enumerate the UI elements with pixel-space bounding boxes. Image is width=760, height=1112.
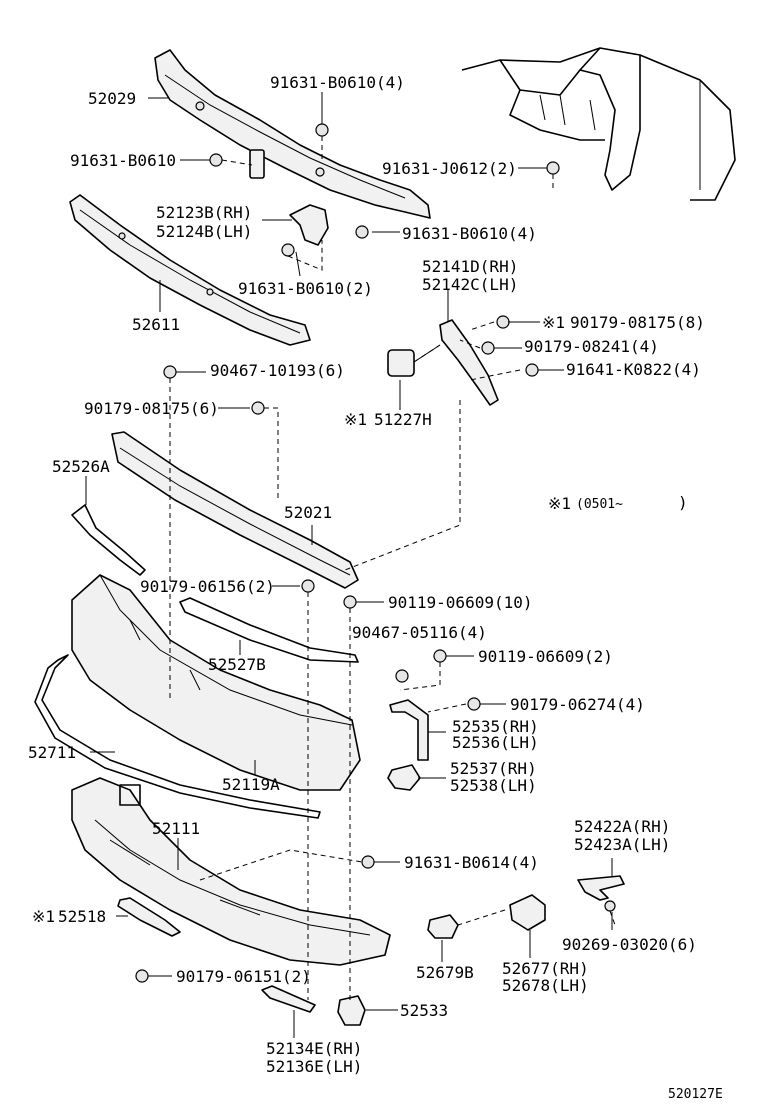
footnote-mark-2: ※1 [344,410,367,429]
part-52679b-clip [427,914,459,939]
label-52422a-rh: 52422A(RH) [574,817,670,836]
part-52141d-bracket [439,319,499,406]
part-52527b-retainer [179,597,359,663]
label-52134e-rh: 52134E(RH) [266,1039,362,1058]
label-52136e-lh: 52136E(LH) [266,1057,362,1076]
part-labels: 52029 91631-B0610(4) 91631-B0610 91631-J… [28,73,723,1102]
label-52679b: 52679B [416,963,474,982]
label-90179-06156-2: 90179-06156(2) [140,577,275,596]
label-52533: 52533 [400,1001,448,1020]
label-52611: 52611 [132,315,180,334]
footnote-mark-1: ※1 [542,313,565,332]
label-52111: 52111 [152,819,200,838]
label-52537-rh: 52537(RH) [450,759,537,778]
part-52611-reinforcement [69,194,311,346]
label-52142c-lh: 52142C(LH) [422,275,518,294]
label-52536-lh: 52536(LH) [452,733,539,752]
label-52021: 52021 [284,503,332,522]
diagram-code: 520127E [668,1087,723,1102]
fasteners [135,123,616,983]
label-90179-08241-4: 90179-08241(4) [524,337,659,356]
part-52533-clip [337,995,366,1026]
part-52119a-bumper-cover [71,574,361,791]
label-91631-b0610-4-mid: 91631-B0610(4) [402,224,537,243]
label-52538-lh: 52538(LH) [450,776,537,795]
part-52526a-retainer [71,504,146,576]
label-90179-08175-8: 90179-08175(8) [570,313,705,332]
label-52029: 52029 [88,89,136,108]
label-90179-06274-4: 90179-06274(4) [510,695,645,714]
footnote-mark-4: ※1 [32,907,55,926]
label-90179-08175-6: 90179-08175(6) [84,399,219,418]
part-52677-bracket [509,894,546,931]
label-52527b: 52527B [208,655,266,674]
label-52119a: 52119A [222,775,280,794]
label-52678-lh: 52678(LH) [502,976,589,995]
label-90467-10193-6: 90467-10193(6) [210,361,345,380]
part-52134e-strip [261,985,316,1013]
label-52535-rh: 52535(RH) [452,717,539,736]
label-90179-06151-2: 90179-06151(2) [176,967,311,986]
footnote-close: ) [678,493,688,512]
label-91631-b0610-4-top: 91631-B0610(4) [270,73,405,92]
label-91631-b0610: 91631-B0610 [70,151,176,170]
part-52422a-bracket [577,875,625,901]
part-52021-reinforcement [111,431,359,589]
label-52141d-rh: 52141D(RH) [422,257,518,276]
label-52423a-lh: 52423A(LH) [574,835,670,854]
label-90119-06609-10: 90119-06609(10) [388,593,533,612]
label-51227h: 51227H [374,410,432,429]
part-52029-bracket [154,49,431,219]
leader-lines [85,92,613,1038]
assembly-dashed-lines [169,136,616,1000]
label-52526a: 52526A [52,457,110,476]
label-52124b-lh: 52124B(LH) [156,222,252,241]
part-52123b-bracket [289,204,329,246]
label-91631-b0610-2: 91631-B0610(2) [238,279,373,298]
label-90269-03020-6: 90269-03020(6) [562,935,697,954]
vehicle-body-context [461,47,736,201]
label-90119-06609-2: 90119-06609(2) [478,647,613,666]
label-91631-j0612-2: 91631-J0612(2) [382,159,517,178]
footnote-mark-3: ※1 [548,494,571,513]
label-52677-rh: 52677(RH) [502,959,589,978]
footnote-text: (0501~ [576,497,623,512]
label-90467-05116-4: 90467-05116(4) [352,623,487,642]
part-51227h-sensor [387,344,441,377]
label-91641-k0822-4: 91641-K0822(4) [566,360,701,379]
part-52711-strip [34,654,321,819]
part-52537-clip [387,764,421,791]
part-52518-strip [117,897,181,937]
part-52535-bracket [389,699,429,761]
label-91631-b0614-4: 91631-B0614(4) [404,853,539,872]
part-52111-lower-bumper [71,777,391,966]
label-52518: 52518 [58,907,106,926]
label-52123b-rh: 52123B(RH) [156,203,252,222]
label-52711: 52711 [28,743,76,762]
